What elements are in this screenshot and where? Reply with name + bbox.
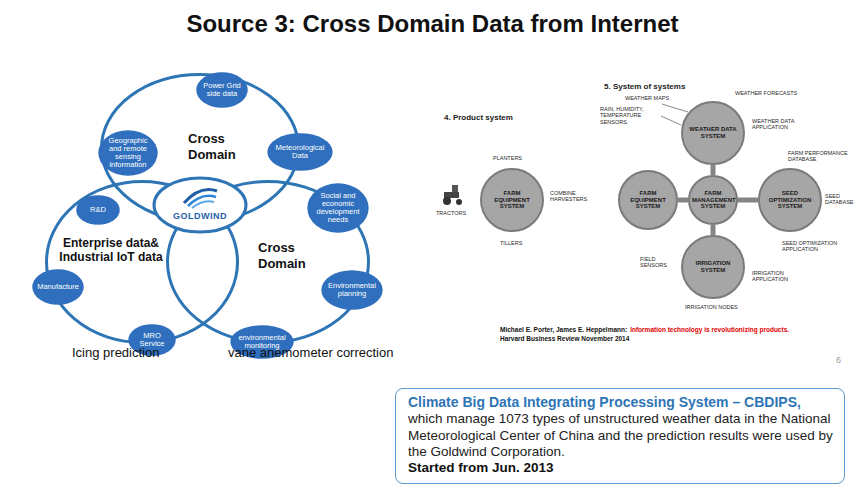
system-panel: 4. Product systemFARM EQUIPMENT SYSTEM: [432, 108, 592, 305]
part-label: PLANTERS: [493, 155, 522, 161]
shape-content: IRRIGATION SYSTEM: [681, 235, 745, 299]
panel-heading: 5. System of systems: [604, 82, 865, 91]
part-label: IRRIGATION APPLICATION: [752, 270, 802, 283]
part-label: TRACTORS: [436, 210, 466, 216]
system-circle: IRRIGATION SYSTEM: [681, 235, 745, 299]
part-label: SEED DATABASE: [825, 193, 855, 206]
data-source-text: Meteorological Data: [274, 144, 327, 161]
photo-caption: Icing prediction: [72, 346, 159, 361]
callout-box: Climate Big Data Integrating Processing …: [395, 388, 845, 484]
page-number: 6: [836, 355, 841, 365]
data-source-ellipse: R&D: [76, 195, 120, 225]
shape-content: Geographic and remote sensing informatio…: [98, 130, 158, 176]
shape-content: Social and economic development needs: [307, 183, 369, 233]
shape-content: FARM MANAGEMENT SYSTEM: [688, 175, 738, 225]
system-name: FARM EQUIPMENT SYSTEM: [485, 190, 539, 210]
domain-label: Cross Domain: [188, 131, 250, 162]
data-source-text: Social and economic development needs: [313, 192, 363, 225]
data-source-ellipse: Environmental planning: [321, 270, 383, 310]
system-link: [738, 198, 758, 203]
domain-label: Cross Domain: [258, 240, 320, 271]
system-circle: FARM EQUIPMENT SYSTEM: [480, 168, 544, 232]
shape-content: SEED OPTIMIZATION SYSTEM: [758, 168, 822, 232]
shape-content: Power Grid side data: [196, 72, 248, 108]
system-name: SEED OPTIMIZATION SYSTEM: [763, 190, 817, 210]
data-source-text: R&D: [80, 206, 115, 214]
part-label: COMBINE HARVESTERS: [550, 190, 588, 203]
anemometer-photo: [215, 365, 390, 482]
system-link: [678, 198, 688, 203]
shape-content: Environmental planning: [321, 270, 383, 310]
icing-photo: [45, 365, 205, 482]
shape-outline: [152, 176, 248, 234]
part-label: TILLERS: [500, 240, 522, 246]
shape-content: FARM EQUIPMENT SYSTEM: [480, 168, 544, 232]
citation-text: Harvard Business Review November 2014: [500, 335, 629, 342]
data-source-ellipse: Geographic and remote sensing informatio…: [98, 130, 158, 176]
callout-text: which manage 1073 types of unstructured …: [408, 411, 834, 460]
part-label: FIELD SENSORS: [640, 256, 677, 269]
part-label: RAIN, HUMIDITY, TEMPERATURE SENSORS: [600, 106, 658, 125]
part-label: WEATHER FORECASTS: [735, 90, 797, 96]
figure-frame: [428, 70, 858, 322]
data-source-text: Power Grid side data: [201, 82, 243, 99]
shape-content: FARM EQUIPMENT SYSTEM: [618, 170, 678, 230]
shape-content: R&D: [76, 195, 120, 225]
system-circle: FARM EQUIPMENT SYSTEM: [618, 170, 678, 230]
system-name: WEATHER DATA SYSTEM: [686, 126, 740, 139]
data-source-ellipse: Meteorological Data: [267, 133, 333, 171]
system-name: FARM MANAGEMENT SYSTEM: [692, 190, 734, 210]
system-circle: FARM MANAGEMENT SYSTEM: [688, 175, 738, 225]
flow-chevron: [593, 193, 600, 207]
data-source-ellipse: Manufacture: [32, 269, 84, 305]
photo-caption: vane anemometer correction: [228, 346, 393, 361]
shape-content: Meteorological Data: [267, 133, 333, 171]
slide-title: Source 3: Cross Domain Data from Interne…: [0, 10, 865, 38]
data-source-ellipse: Power Grid side data: [196, 72, 248, 108]
system-circle: SEED OPTIMIZATION SYSTEM: [758, 168, 822, 232]
shape-content: Manufacture: [32, 269, 84, 305]
logo-wordmark: GOLDWIND: [173, 211, 227, 221]
company-logo: GOLDWIND: [152, 176, 248, 234]
data-source-text: Geographic and remote sensing informatio…: [104, 137, 152, 170]
system-name: IRRIGATION SYSTEM: [686, 260, 740, 273]
domain-label: Enterprise data& Industrial IoT data: [52, 236, 170, 265]
map-thumbnail: [35, 114, 79, 160]
part-label: IRRIGATION NODES: [685, 304, 738, 310]
leader-line: [661, 116, 681, 125]
callout-text: Started from Jun. 2013: [408, 460, 834, 476]
shape-content: WEATHER DATA SYSTEM: [681, 101, 745, 165]
system-circle: WEATHER DATA SYSTEM: [681, 101, 745, 165]
system-name: FARM EQUIPMENT SYSTEM: [623, 190, 673, 210]
tractor-icon: [443, 185, 462, 205]
data-source-text: Environmental planning: [327, 282, 377, 299]
leader-line: [662, 104, 688, 112]
part-label: FARM PERFORMANCE DATABASE: [788, 150, 848, 163]
data-source-ellipse: Social and economic development needs: [307, 183, 369, 233]
system-link: [711, 165, 716, 175]
part-label: WEATHER MAPS: [625, 95, 669, 101]
callout-heading: Climate Big Data Integrating Processing …: [408, 394, 834, 411]
panel-heading: 4. Product system: [444, 113, 604, 122]
weather-station-photo: [338, 92, 372, 134]
citation-text: Michael E. Porter, James E. Heppelmann:: [500, 326, 627, 333]
part-label: WEATHER DATA APPLICATION: [752, 118, 800, 131]
citation-title: Information technology is revolutionizin…: [630, 326, 789, 333]
part-label: SEED OPTIMIZATION APPLICATION: [782, 240, 844, 253]
data-source-text: Manufacture: [37, 283, 79, 291]
system-link: [711, 225, 716, 235]
